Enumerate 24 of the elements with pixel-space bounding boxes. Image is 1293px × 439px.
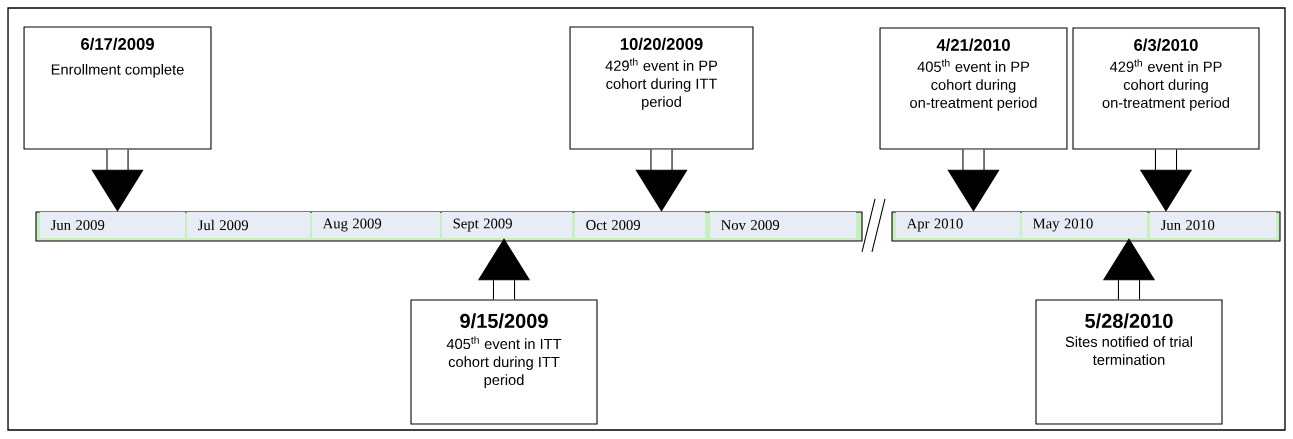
month-cell: Oct 2009 <box>575 212 705 238</box>
node-label: Apr 2010 <box>906 218 963 232</box>
month-cell: Jun 2010 <box>1150 212 1276 238</box>
month-cell: May 2010 <box>1021 212 1148 238</box>
month-cell: Jun 2009 <box>40 212 186 238</box>
month-cell: Aug 2009 <box>312 212 440 238</box>
callout-box: 4/21/2010 405$^{th}$ event in PP cohort during on-treatment period <box>879 27 1068 150</box>
month-cell: Apr 2010 <box>896 212 1020 238</box>
callout-box: 5/28/2010 Sites notified of trial termination <box>1035 299 1223 425</box>
node-label: Sept 2009 <box>453 218 512 232</box>
month-cell: Nov 2009 <box>710 212 856 238</box>
block-arrow <box>635 149 688 212</box>
callout-box: 9/15/2009 405$^{th}$ event in ITT cohort during ITT period <box>410 299 598 425</box>
callout-box: 6/3/2010 429$^{th}$ event in PP cohort during on-treatment period <box>1072 27 1260 150</box>
month-cell: Jul 2009 <box>187 212 310 238</box>
node-label: Jul 2009 <box>198 219 249 231</box>
block-arrow <box>947 149 1000 212</box>
callout-box: 10/20/2009 429$^{th}$ event in PP cohort during ITT period <box>569 26 754 150</box>
node-label: Aug 2009 <box>322 218 382 232</box>
node-label: May 2010 <box>1033 218 1093 232</box>
callout-box: 6/17/2009 Enrollment complete <box>23 26 212 150</box>
month-cell: Sept 2009 <box>442 212 572 238</box>
node-label: Jun 2009 <box>50 220 105 230</box>
block-arrow <box>91 149 144 212</box>
